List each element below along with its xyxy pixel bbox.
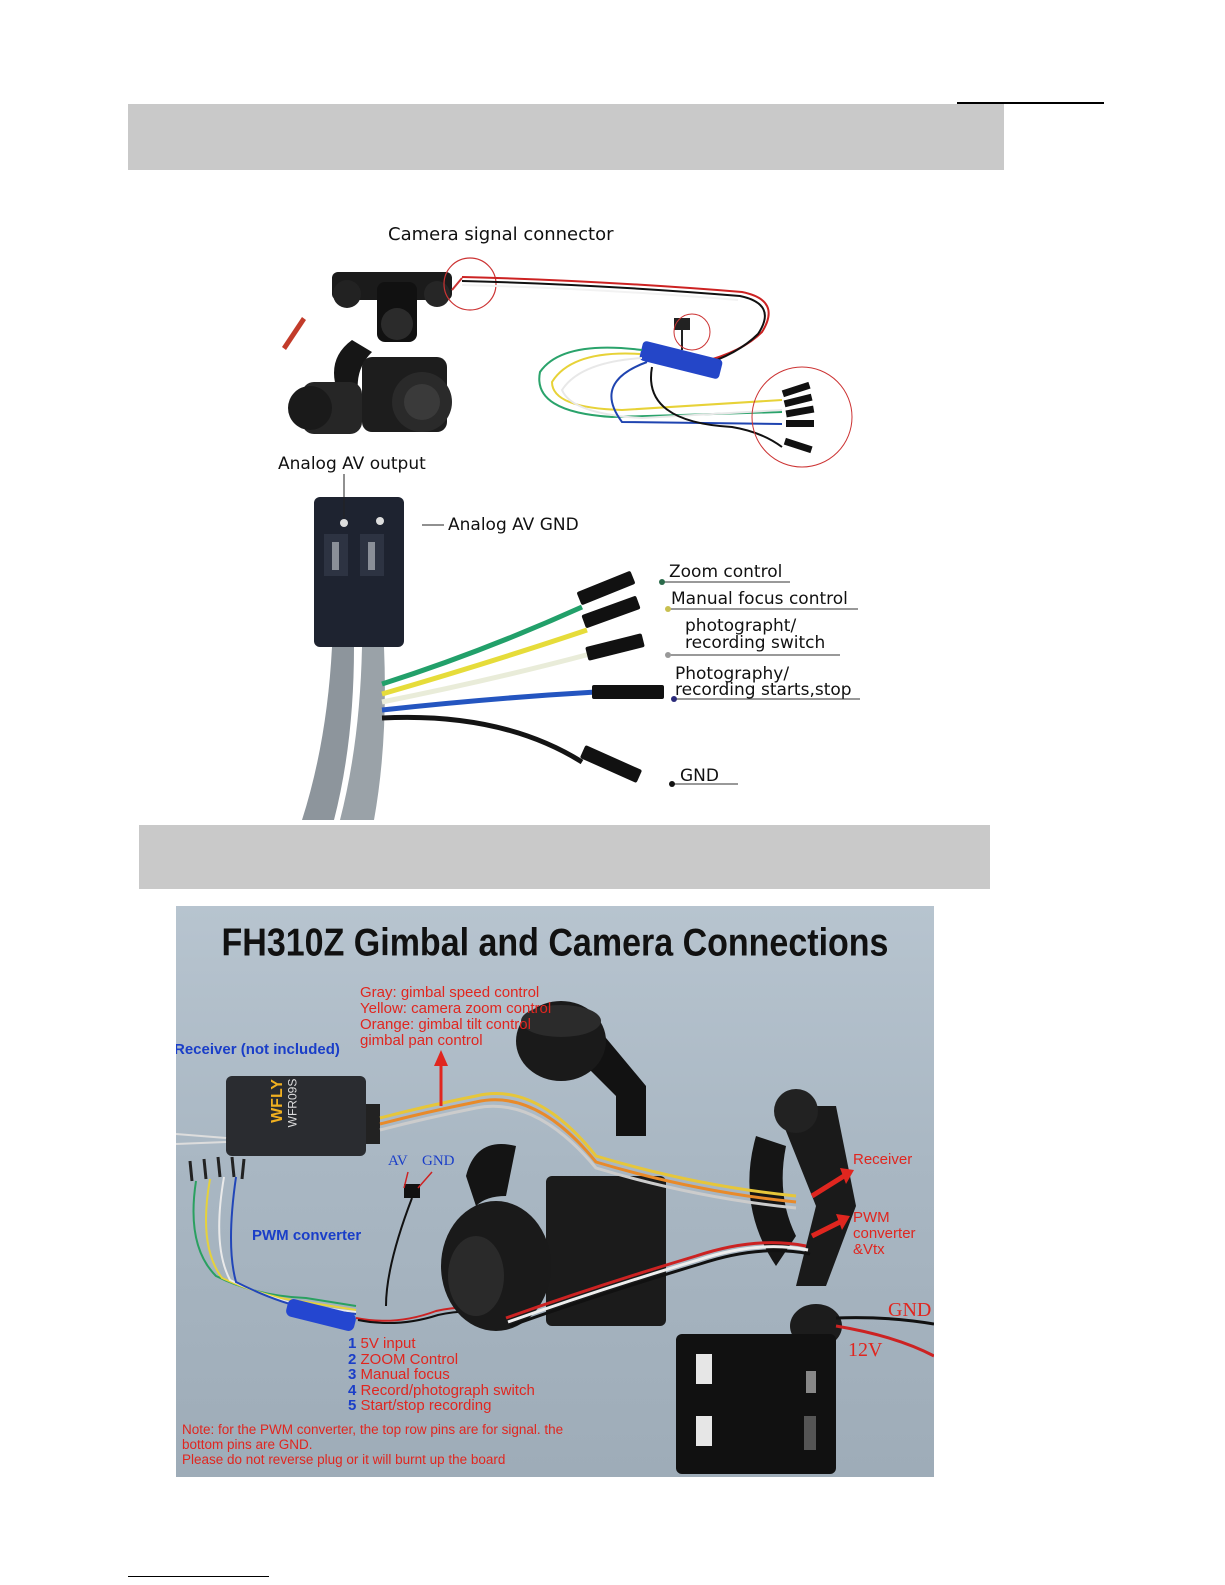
- pin-item: 2 ZOOM Control: [348, 1350, 459, 1368]
- section-band-2: [139, 825, 990, 889]
- pin-highlight: [751, 366, 853, 468]
- pin-item: 1 5V input: [348, 1335, 416, 1352]
- label-camera-signal-connector: Camera signal connector: [388, 224, 614, 245]
- label-manual-focus-control: Manual focus control: [671, 589, 848, 609]
- label-zoom-control: Zoom control: [669, 562, 783, 582]
- label-gnd: GND: [680, 766, 719, 786]
- camera-wiring-diagram: Camera signal connector Analog AV output…: [262, 222, 882, 820]
- gimbal-photo-illustration: [176, 1001, 934, 1474]
- pwm-converter-board: [286, 1299, 356, 1331]
- label-photography-start-line1: Photography/: [675, 664, 790, 684]
- pin-list: 1 5V input 2 ZOOM Control 3 Manual focus…: [348, 1336, 535, 1414]
- power-12v-label: 12V: [848, 1339, 883, 1361]
- note-line3: Please do not reverse plug or it will bu…: [182, 1452, 506, 1467]
- wire-orange-label: Orange: gimbal tilt control: [360, 1016, 531, 1033]
- power-gnd-label: GND: [888, 1299, 932, 1321]
- pwm-arrow-label-line2: converter: [853, 1225, 916, 1242]
- receiver-icon: [226, 1076, 366, 1156]
- section-band-1: [128, 104, 1004, 170]
- gimbal-camera-icon: [282, 272, 463, 434]
- camera-wiring-illustration: [282, 257, 860, 820]
- receiver-label: Receiver (not included): [176, 1041, 340, 1058]
- pin-item: 4 Record/photograph switch: [348, 1381, 535, 1399]
- receiver-brand: WFLY: [268, 1079, 286, 1123]
- pwm-arrow-label-line1: PWM: [853, 1209, 890, 1226]
- connector-highlight: [443, 257, 497, 311]
- camera-box-icon: [546, 1176, 666, 1326]
- av-gnd-label: GND: [422, 1153, 455, 1169]
- label-analog-av-gnd: Analog AV GND: [448, 515, 579, 535]
- av-label: AV: [388, 1153, 408, 1169]
- receiver-model: WFR09S: [285, 1078, 300, 1128]
- pwm-converter-board: [639, 341, 723, 379]
- pin-item: 5 Start/stop recording: [348, 1397, 492, 1414]
- label-photograph-switch-line2: recording switch: [685, 633, 826, 653]
- note-line2: bottom pins are GND.: [182, 1437, 313, 1452]
- gimbal-connections-photo: FH310Z Gimbal and Camera Connections Gra…: [176, 906, 934, 1477]
- label-analog-av-output: Analog AV output: [278, 454, 426, 474]
- av-connector-icon: [302, 497, 404, 820]
- pwm-arrow-label-line3: &Vtx: [853, 1241, 885, 1258]
- wire-pan-label: gimbal pan control: [360, 1032, 483, 1049]
- photo-title: FH310Z Gimbal and Camera Connections: [221, 921, 889, 965]
- pin-item: 3 Manual focus: [348, 1366, 450, 1383]
- label-photograph-switch-line1: photographt/: [685, 616, 797, 636]
- wire-yellow-label: Yellow: camera zoom control: [360, 1000, 552, 1017]
- label-photography-start-line2: recording starts,stop: [675, 680, 852, 700]
- control-board-icon: [676, 1334, 836, 1474]
- receiver-arrow-label: Receiver: [853, 1151, 913, 1168]
- pwm-converter-label: PWM converter: [252, 1227, 362, 1244]
- wire-gray-label: Gray: gimbal speed control: [360, 984, 540, 1001]
- note-line1: Note: for the PWM converter, the top row…: [182, 1422, 564, 1437]
- footer-rule: [128, 1576, 269, 1577]
- header-rule: [957, 102, 1104, 104]
